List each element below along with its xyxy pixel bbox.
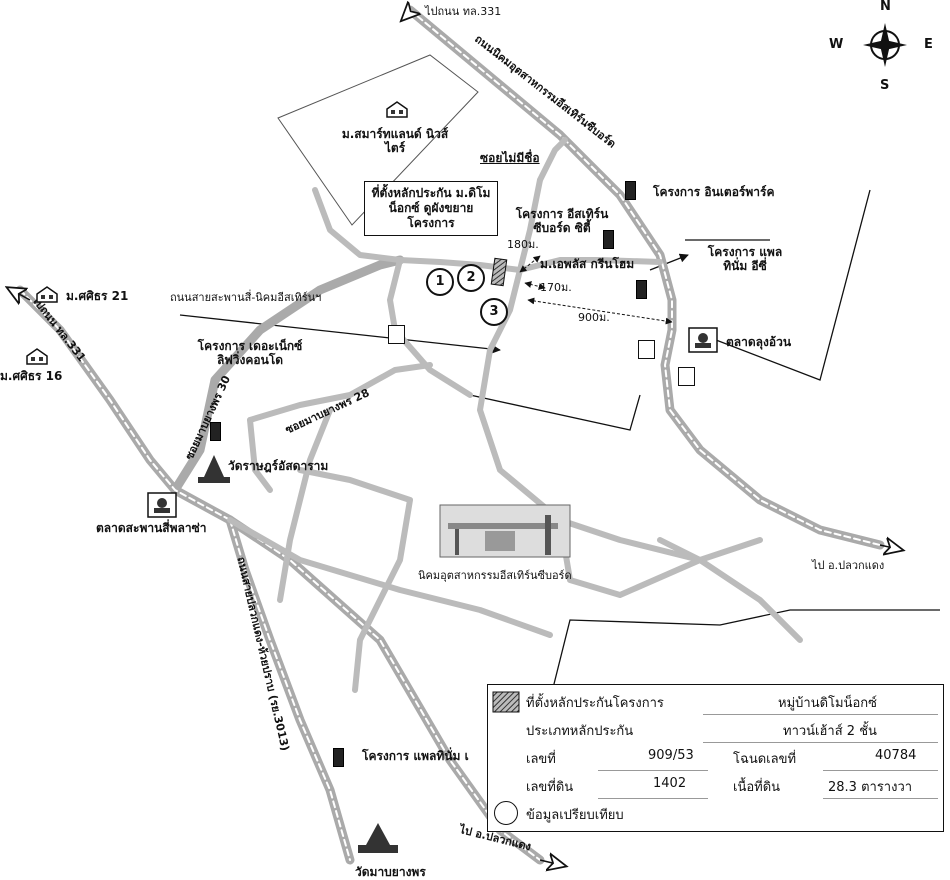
comparison-marker-3: 3	[480, 298, 508, 326]
compass-south: S	[880, 78, 890, 93]
distance-lines	[519, 255, 673, 325]
legend-no-value: 909/53	[648, 748, 694, 763]
distance-170: 170ม.	[540, 281, 572, 294]
label-lung-uan-market: ตลาดลุงอ้วน	[726, 335, 792, 349]
comparison-marker-1: 1	[426, 268, 454, 296]
direction-arrows	[8, 12, 902, 866]
legend-box: ที่ตั้งหลักประกันโครงการ หมู่บ้านดิโมน็อ…	[487, 684, 944, 832]
legend-land-no-value: 1402	[653, 776, 687, 791]
convenience-store-icon	[388, 325, 405, 344]
legend-type-value: ทาวน์เฮ้าส์ 2 ชั้น	[783, 724, 877, 739]
building-icon	[210, 422, 221, 441]
label-eastern-seaboard-city: โครงการ อีสเทิร์น ซีบอร์ด ซิตี้	[515, 207, 609, 235]
legend-row-type: ประเภทหลักประกัน ทาวน์เฮ้าส์ 2 ชั้น	[488, 717, 943, 743]
label-to-pluak-daeng-right: ไป อ.ปลวกแดง	[812, 559, 885, 572]
legend-row-land: เลขที่ดิน 1402 เนื้อที่ดิน 28.3 ตารางวา	[488, 773, 943, 799]
comparison-marker-2: 2	[457, 264, 485, 292]
label-platinum-bottom: โครงการ แพลทินั่ม เ	[362, 749, 469, 763]
label-sirin-16: ม.ศศิธร 16	[0, 369, 63, 383]
house-icon	[35, 285, 59, 303]
distance-900: 900ม.	[578, 311, 610, 324]
compass-east: E	[924, 37, 933, 52]
convenience-store-icon	[678, 367, 695, 386]
legend-area-value: 28.3 ตารางวา	[828, 780, 913, 795]
legend-row-project: ที่ตั้งหลักประกันโครงการ หมู่บ้านดิโมน็อ…	[488, 689, 943, 715]
compass: N S E W	[829, 0, 934, 94]
temple-icon	[198, 455, 230, 483]
label-to-331-top: ไปถนน ทล.331	[425, 5, 502, 18]
label-industrial-estate: นิคมอุตสาหกรรมอีสเทิร์นซีบอร์ด	[418, 569, 572, 582]
collateral-callout: ที่ตั้งหลักประกัน ม.ดิโมน็อกซ์ ดูผังขยาย…	[364, 181, 498, 236]
legend-land-no-label: เลขที่ดิน	[526, 780, 574, 795]
legend-no-label: เลขที่	[526, 752, 556, 767]
smartland-plot	[277, 54, 479, 226]
legend-row-comparison: ข้อมูลเปรียบเทียบ	[488, 801, 943, 825]
circle-marker-icon	[494, 801, 518, 825]
compass-west: W	[829, 37, 844, 52]
label-sirin-21: ม.ศศิธร 21	[66, 289, 129, 303]
label-platinum-e: โครงการ แพลทินั่ม อีซี่	[707, 245, 783, 273]
building-icon	[603, 230, 614, 249]
label-wat-mab-yang-porn: วัดมาบยางพร	[355, 865, 426, 879]
legend-area-label: เนื้อที่ดิน	[733, 780, 781, 795]
convenience-store-icon	[638, 340, 655, 359]
label-apple-green-home: ม.เอพลัส กรีนโฮม	[540, 257, 635, 271]
building-icon	[333, 748, 344, 767]
legend-deed-value: 40784	[875, 748, 917, 763]
label-interpark: โครงการ อินเตอร์พาร์ค	[653, 185, 775, 199]
house-icon	[385, 100, 409, 118]
side-roads	[227, 137, 803, 693]
market-icon	[688, 327, 718, 353]
legend-collateral-label: ที่ตั้งหลักประกันโครงการ	[526, 696, 664, 711]
building-icon	[636, 280, 647, 299]
house-icon	[25, 347, 49, 365]
collateral-site	[490, 257, 508, 287]
compass-rose-icon	[863, 23, 907, 67]
hatch-swatch-icon	[492, 691, 520, 713]
minor-lines	[179, 189, 940, 701]
label-wat-rat: วัดราษฎร์อัสดาราม	[228, 459, 329, 473]
industrial-estate-photo	[439, 504, 571, 558]
temple-icon	[358, 823, 398, 853]
label-unnamed-soi: ซอยไม่มีชื่อ	[480, 151, 540, 165]
distance-180: 180ม.	[507, 238, 539, 251]
legend-type-label: ประเภทหลักประกัน	[526, 724, 634, 739]
market-icon	[147, 492, 177, 518]
legend-comparison-label: ข้อมูลเปรียบเทียบ	[526, 808, 624, 823]
legend-project-name: หมู่บ้านดิโมน็อกซ์	[778, 696, 877, 711]
label-the-next-living: โครงการ เดอะเน็กซ์ ลิฟวิ่งคอนโด	[197, 339, 303, 367]
label-smartland: ม.สมาร์ทแลนด์ นิวส์ไตร์	[341, 127, 449, 155]
legend-row-number: เลขที่ 909/53 โฉนดเลขที่ 40784	[488, 745, 943, 771]
compass-north: N	[880, 0, 891, 14]
label-sapan-si-road: ถนนสายสะพานสี่-นิคมอีสเทิร์นฯ	[170, 291, 322, 304]
building-icon	[625, 181, 636, 200]
legend-deed-label: โฉนดเลขที่	[733, 752, 797, 767]
label-sapan-si-market: ตลาดสะพานสี่พลาซ่า	[96, 521, 207, 535]
